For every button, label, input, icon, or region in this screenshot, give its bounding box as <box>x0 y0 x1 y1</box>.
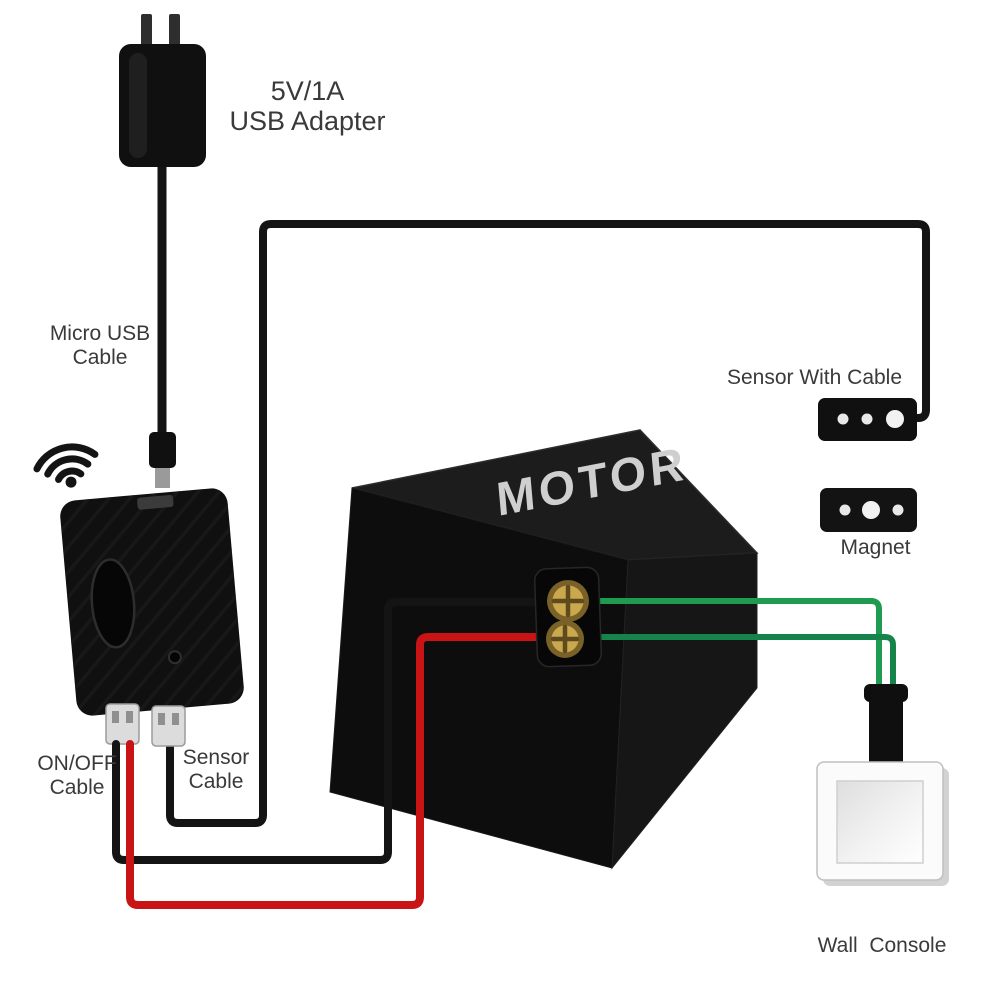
magnet-label: Magnet <box>840 536 911 559</box>
console-wire-green-top <box>583 598 882 699</box>
sensor-cable-label-line1: Sensor <box>182 746 250 769</box>
console-cable <box>864 684 908 776</box>
switch-usb-port <box>137 495 174 510</box>
wall-console-label: Wall Console <box>817 934 947 957</box>
sensor-cable-label-line2: Cable <box>188 770 244 793</box>
adapter-prong-left <box>141 14 152 48</box>
micro-usb-plug-body <box>149 432 176 468</box>
wifi-switch <box>60 488 244 716</box>
sensor-connector <box>151 705 186 747</box>
adapter-prong-right <box>169 14 180 48</box>
switch-led <box>167 650 182 665</box>
adapter-label-line2: USB Adapter <box>229 106 386 136</box>
on-off-connector <box>105 703 140 745</box>
motor-terminals <box>533 566 603 668</box>
sensor-cable-wire <box>166 220 930 827</box>
on-off-wire-black <box>112 598 566 864</box>
adapter-label: 5V/1A USB Adapter <box>215 76 400 136</box>
micro-usb-label-line2: Cable <box>72 346 128 369</box>
on-off-wire-red <box>126 633 562 909</box>
sensor-cable-label: Sensor Cable <box>176 746 256 794</box>
micro-usb-label-line1: Micro USB <box>49 322 151 345</box>
magnet-block <box>820 488 917 532</box>
wall-console <box>816 761 949 886</box>
switch-texture <box>60 488 244 716</box>
on-off-label-line1: ON/OFF <box>37 752 117 775</box>
console-wire-green-bottom <box>581 634 896 699</box>
on-off-cable-label: ON/OFF Cable <box>20 752 134 800</box>
terminal-screw-top-slot <box>551 584 585 618</box>
sensor-with-cable-label: Sensor With Cable <box>726 366 903 389</box>
adapter-sheen <box>129 53 147 158</box>
micro-usb-plug-tip <box>155 464 170 488</box>
door-sensor <box>818 398 917 441</box>
micro-usb-plug <box>149 432 176 488</box>
micro-usb-label: Micro USB Cable <box>38 322 162 370</box>
adapter-label-line1: 5V/1A <box>270 76 345 106</box>
wifi-icon <box>33 443 99 488</box>
motor-right-face <box>611 552 758 870</box>
terminal-screw-bottom-slot <box>550 624 580 654</box>
usb-adapter <box>119 14 206 167</box>
switch-button <box>90 558 136 649</box>
console-button <box>836 780 924 864</box>
on-off-label-line2: Cable <box>49 776 105 799</box>
